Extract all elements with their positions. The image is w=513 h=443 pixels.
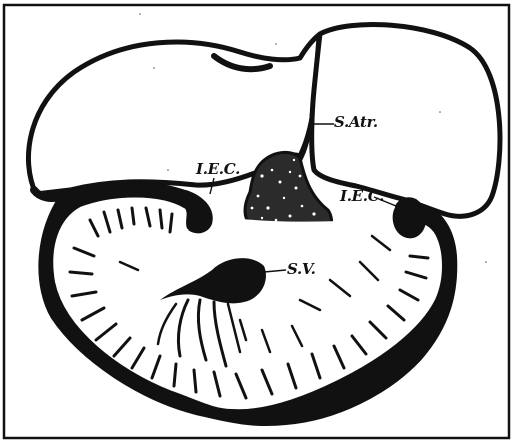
label-endocardial-cushion-left: I.E.C. [196, 162, 240, 177]
label-sinus-atrium: S.Atr. [334, 115, 378, 130]
label-sinus-venosus: S.V. [287, 262, 316, 277]
label-endocardial-cushion-right: I.E.C. [340, 189, 384, 204]
